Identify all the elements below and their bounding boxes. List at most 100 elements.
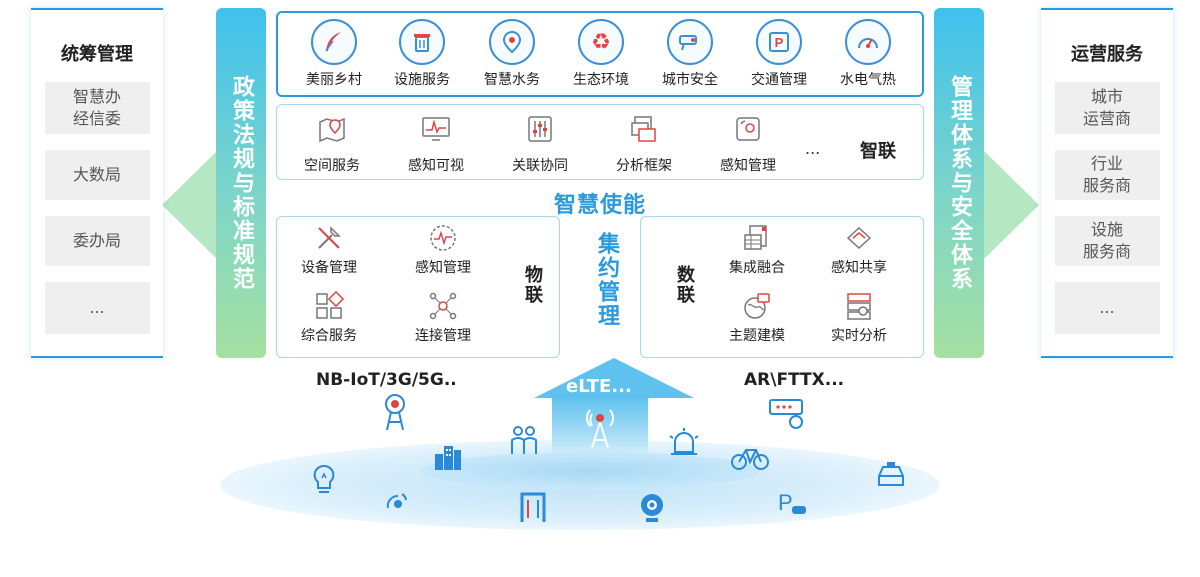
network-label-left: NB-IoT/3G/5G.. (316, 370, 457, 390)
right-panel-item: 城市 运营商 (1054, 82, 1160, 134)
app-item[interactable]: 设施服务 (382, 19, 462, 89)
wulian-item[interactable]: 感知管理 (393, 223, 493, 277)
left-panel-item: ... (44, 282, 150, 334)
wulian-title: 物联 (522, 265, 543, 305)
zhilian-label: 关联协同 (512, 158, 568, 174)
shulian-label: 实时分析 (831, 328, 887, 344)
monitor-icon (418, 111, 454, 147)
shulian-item[interactable]: 主题建模 (707, 291, 807, 345)
zhilian-item[interactable]: 感知可视 (391, 111, 481, 175)
wulian-label: 连接管理 (415, 328, 471, 344)
zhilian-item[interactable]: 空间服务 (287, 111, 377, 175)
gauge-icon (845, 19, 891, 65)
wulian-item[interactable]: 设备管理 (279, 223, 379, 277)
trash-icon (399, 19, 445, 65)
pulse-icon (426, 223, 460, 253)
grid-icon (312, 291, 346, 321)
zhilian-label: 感知可视 (408, 158, 464, 174)
bicycle-icon (730, 440, 770, 472)
app-item[interactable]: ♻ 生态环境 (561, 19, 641, 89)
taxi-icon (874, 460, 908, 490)
shulian-box: 数联 集成融合 感知共享 主题建模 实时分析 (640, 216, 924, 358)
network-icon (426, 291, 460, 321)
svg-text:P: P (778, 490, 793, 515)
app-label: 城市安全 (662, 72, 718, 88)
shulian-label: 感知共享 (831, 260, 887, 276)
parking-icon: P (756, 19, 802, 65)
wulian-label: 综合服务 (301, 328, 357, 344)
antenna-icon (380, 392, 410, 432)
gate-scanner-icon (518, 490, 548, 524)
network-label-right: AR\FTTX... (744, 370, 845, 390)
policy-bar: 政策法规与标准规范 (216, 8, 266, 358)
network-label-center: eLTE... (566, 376, 632, 397)
center-vertical-title: 集约管理 (594, 232, 619, 328)
people-icon (508, 424, 540, 458)
wulian-item[interactable]: 综合服务 (279, 291, 379, 345)
zhilian-item[interactable]: 感知管理 (703, 111, 793, 175)
policy-bar-label: 政策法规与标准规范 (229, 75, 254, 291)
shulian-item[interactable]: 实时分析 (809, 291, 909, 345)
beam-arrow-body (552, 398, 648, 458)
webcam-icon (638, 492, 666, 524)
right-panel-item-label: 设施 服务商 (1082, 220, 1131, 261)
app-label: 美丽乡村 (306, 72, 362, 88)
share-icon (842, 223, 876, 253)
svg-text:P: P (775, 35, 784, 50)
left-panel-item-label: 智慧办 经信委 (72, 87, 121, 128)
app-label: 生态环境 (573, 72, 629, 88)
app-item[interactable]: 智慧水务 (472, 19, 552, 89)
left-panel-item: 智慧办 经信委 (44, 82, 150, 134)
parking-car-icon: P (776, 486, 810, 520)
right-panel-item: ... (1054, 282, 1160, 334)
zhilian-label: 感知管理 (720, 158, 776, 174)
right-arrow (983, 150, 1039, 260)
apps-box: 美丽乡村 设施服务 智慧水务 ♻ 生态环境 城市安全 P 交通管理 水电气热 (276, 11, 924, 97)
shulian-label: 集成融合 (729, 260, 785, 276)
app-item[interactable]: P 交通管理 (739, 19, 819, 89)
sliders-icon (522, 111, 558, 147)
map-pin-icon (314, 111, 350, 147)
app-item[interactable]: 美丽乡村 (294, 19, 374, 89)
center-title: 智慧使能 (554, 193, 647, 218)
left-panel-item: 委办局 (44, 216, 150, 266)
right-panel-item: 设施 服务商 (1054, 216, 1160, 266)
lightbulb-icon (312, 464, 336, 498)
shulian-label: 主题建模 (729, 328, 785, 344)
shulian-item[interactable]: 集成融合 (707, 223, 807, 277)
feather-icon (311, 19, 357, 65)
right-panel-title: 运营服务 (1071, 44, 1143, 65)
zhilian-label: 空间服务 (304, 158, 360, 174)
left-panel-title: 统筹管理 (61, 44, 133, 65)
left-panel-item: 大数局 (44, 150, 150, 200)
satellite-icon (384, 490, 410, 512)
tools-icon (312, 223, 346, 253)
security-bar: 管理体系与安全体系 (934, 8, 984, 358)
zhilian-item[interactable]: 分析框架 (599, 111, 689, 175)
signal-tower-icon (582, 404, 618, 450)
zhilian-box: 空间服务 感知可视 关联协同 分析框架 感知管理 ... 智联 (276, 104, 924, 180)
beam-arrow-head (534, 358, 694, 398)
recycle-icon: ♻ (578, 19, 624, 65)
right-panel-item-label: 行业 服务商 (1082, 154, 1131, 195)
app-label: 交通管理 (751, 72, 807, 88)
security-bar-label: 管理体系与安全体系 (947, 75, 972, 291)
left-panel-item-label: ... (89, 298, 105, 317)
app-item[interactable]: 水电气热 (828, 19, 908, 89)
wulian-label: 感知管理 (415, 260, 471, 276)
zhilian-item[interactable]: 关联协同 (495, 111, 585, 175)
left-panel-item-label: 委办局 (72, 231, 121, 250)
shulian-item[interactable]: 感知共享 (809, 223, 909, 277)
app-item[interactable]: 城市安全 (650, 19, 730, 89)
zhilian-ellipsis: ... (805, 139, 821, 158)
sensor-icon (730, 111, 766, 147)
doc-grid-icon (740, 223, 774, 253)
right-panel: 运营服务 城市 运营商 行业 服务商 设施 服务商 ... (1041, 8, 1173, 358)
router-icon (768, 394, 808, 430)
right-panel-item-label: 城市 运营商 (1082, 87, 1131, 128)
frames-icon (626, 111, 662, 147)
globe-icon (740, 291, 774, 321)
app-label: 设施服务 (394, 72, 450, 88)
zhilian-label: 分析框架 (616, 158, 672, 174)
wulian-item[interactable]: 连接管理 (393, 291, 493, 345)
